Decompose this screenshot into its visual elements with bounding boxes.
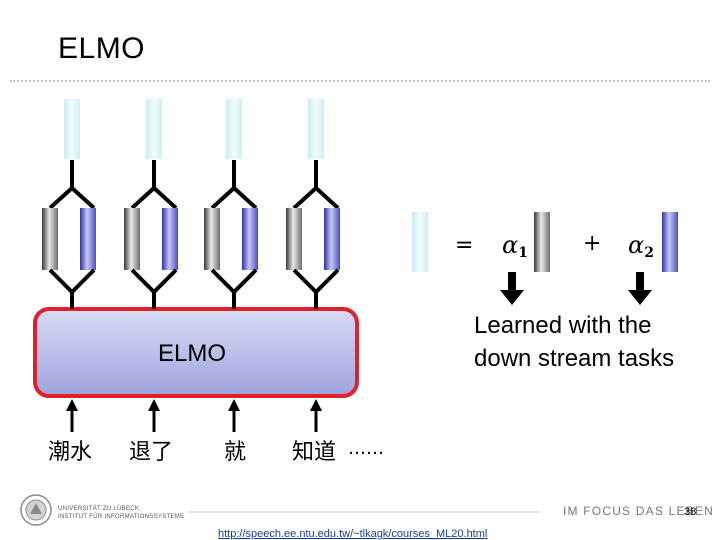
token-ellipsis: …… — [348, 438, 384, 459]
slide-title: ELMO — [58, 32, 146, 65]
output-vector-2 — [146, 99, 162, 159]
university-seal-icon — [20, 494, 52, 526]
layer1-vector — [534, 212, 550, 272]
fork-2 — [130, 160, 178, 210]
fork-3 — [210, 160, 258, 210]
backward-vector-2 — [162, 208, 178, 270]
backward-vector-4 — [324, 208, 340, 270]
link-4 — [292, 268, 340, 309]
column-3 — [204, 99, 258, 309]
token-3: 就 — [224, 440, 247, 465]
page-number: 38 — [684, 506, 697, 518]
output-vector-1 — [64, 99, 80, 159]
forward-vector-3 — [204, 208, 220, 270]
token-4: 知道 — [292, 440, 337, 465]
fork-1 — [48, 160, 96, 210]
backward-vector-1 — [80, 208, 96, 270]
elmo-box-label: ELMO — [158, 340, 227, 367]
layer2-vector — [662, 212, 678, 272]
token-1: 潮水 — [48, 440, 93, 465]
learned-note-line-1: Learned with the — [474, 312, 652, 339]
learned-note: Learned with the down stream tasks — [474, 309, 674, 375]
down-arrows — [500, 272, 652, 305]
course-link[interactable]: http://speech.ee.ntu.edu.tw/~tlkagk/cour… — [218, 528, 488, 540]
output-vector-3 — [226, 99, 242, 159]
link-1 — [48, 268, 96, 309]
input-arrows — [66, 399, 322, 432]
link-2 — [130, 268, 178, 309]
column-1 — [42, 99, 96, 309]
token-2: 退了 — [129, 440, 174, 465]
backward-vector-3 — [242, 208, 258, 270]
alpha1-weight: α1 — [502, 231, 528, 261]
alpha2-down-arrow — [628, 290, 652, 305]
link-3 — [210, 268, 258, 309]
forward-vector-2 — [124, 208, 140, 270]
forward-vector-1 — [42, 208, 58, 270]
column-2 — [124, 99, 178, 309]
alpha2-weight: α2 — [628, 231, 654, 261]
footer-motto: IM FOCUS DAS LEBEN — [563, 504, 714, 518]
combined-vector — [412, 212, 428, 272]
column-4 — [286, 99, 340, 309]
fork-4 — [292, 160, 340, 210]
elmo-box — [33, 307, 359, 398]
learned-note-line-2: down stream tasks — [474, 345, 675, 372]
equals-sign: = — [455, 233, 474, 258]
university-name: UNIVERSITÄT ZU LÜBECK INSTITUT FÜR INFOR… — [58, 506, 185, 520]
alpha1-down-arrow — [500, 290, 524, 305]
title-divider — [10, 80, 710, 82]
plus-sign: + — [583, 231, 602, 256]
forward-vector-4 — [286, 208, 302, 270]
output-vector-4 — [308, 99, 324, 159]
